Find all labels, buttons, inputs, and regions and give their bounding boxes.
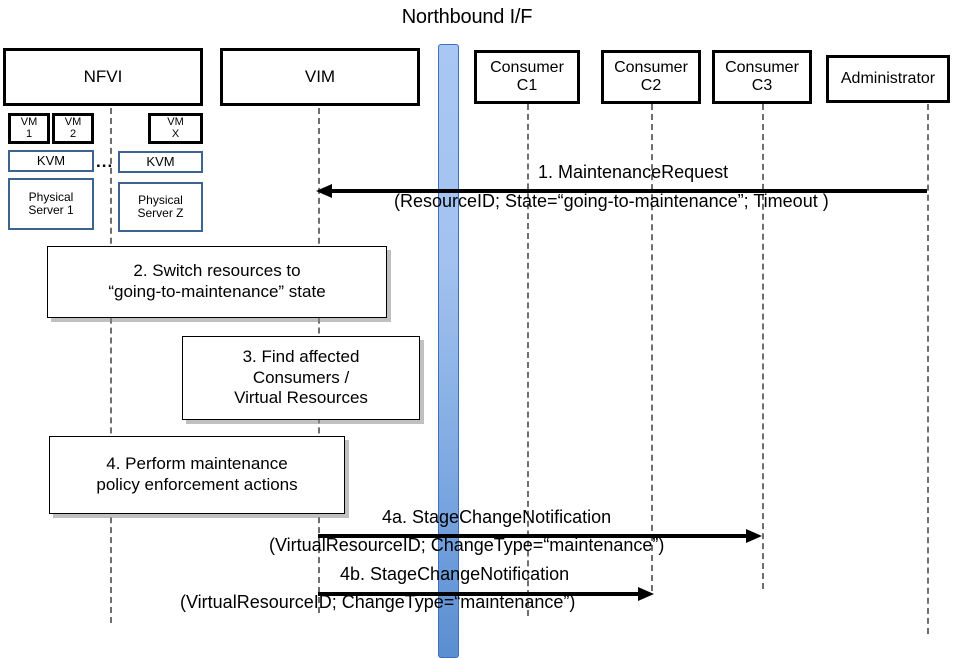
vm-box-2: VM 2: [52, 113, 94, 144]
participant-consumer-c2[interactable]: Consumer C2: [601, 50, 701, 104]
participant-consumer-c1-label-line1: Consumer: [490, 59, 564, 77]
step-2-line1: 2. Switch resources to: [133, 261, 301, 281]
kvm-box-1-label: KVM: [36, 152, 66, 168]
vm-box-2-label-line1: VM: [64, 115, 82, 128]
diagram-title: Northbound I/F: [401, 6, 533, 28]
message-1-line: [330, 189, 927, 193]
message-4a-params: (VirtualResourceID; ChangeType=“maintena…: [269, 535, 665, 555]
participant-administrator[interactable]: Administrator: [826, 55, 950, 103]
participant-consumer-c3-label-line2: C3: [751, 77, 773, 94]
participant-administrator-label: Administrator: [840, 70, 936, 88]
message-4a-label: 4a. StageChangeNotification: [382, 507, 612, 527]
ellipsis-icon: ...: [96, 152, 114, 171]
kvm-box-1: KVM: [8, 150, 94, 172]
step-3-line1: 3. Find affected: [242, 346, 360, 366]
step-4-note: 4. Perform maintenance policy enforcemen…: [49, 436, 345, 514]
lifeline-consumer-c2: [651, 104, 653, 591]
message-4a-arrowhead: [746, 529, 762, 543]
physical-server-z-box: Physical Server Z: [118, 182, 203, 232]
participant-consumer-c2-label-line1: Consumer: [614, 59, 688, 77]
lifeline-administrator: [927, 104, 929, 634]
participant-consumer-c1-label-line2: C1: [516, 77, 538, 94]
participant-vim[interactable]: VIM: [220, 48, 420, 106]
vm-box-1-label-line1: VM: [20, 115, 38, 128]
message-1-arrowhead: [316, 184, 332, 198]
step-2-note: 2. Switch resources to “going-to-mainten…: [47, 246, 387, 318]
kvm-box-2-label: KVM: [146, 153, 175, 169]
participant-consumer-c1[interactable]: Consumer C1: [474, 50, 580, 104]
vm-box-1-label-line2: 1: [25, 127, 33, 140]
step-4-line2: policy enforcement actions: [96, 475, 298, 494]
participant-consumer-c2-label-line2: C2: [640, 77, 662, 94]
vm-box-x: VM X: [148, 113, 203, 144]
physical-server-1-box: Physical Server 1: [8, 178, 94, 230]
participant-consumer-c3-label-line1: Consumer: [725, 59, 799, 77]
participant-nfvi[interactable]: NFVI: [3, 48, 203, 106]
physical-server-z-label-line2: Server Z: [137, 206, 184, 220]
step-3-line3: Virtual Resources: [234, 388, 368, 408]
lifeline-nfvi: [110, 108, 112, 623]
vm-box-x-label-line2: X: [171, 127, 180, 140]
participant-vim-label: VIM: [304, 67, 336, 87]
participant-nfvi-label: NFVI: [83, 67, 123, 87]
message-4b-arrowhead: [638, 587, 654, 601]
message-4b-line: [318, 592, 640, 596]
message-4a-line: [318, 534, 748, 538]
kvm-box-2: KVM: [118, 151, 203, 173]
vm-box-2-label-line2: 2: [69, 127, 77, 140]
lifeline-consumer-c1: [527, 104, 529, 616]
lifeline-consumer-c3: [762, 104, 764, 589]
message-1-params: (ResourceID; State=“going-to-maintenance…: [394, 191, 829, 211]
message-4b-label: 4b. StageChangeNotification: [340, 564, 570, 584]
step-2-line2: “going-to-maintenance” state: [108, 282, 326, 301]
vm-box-x-label-line1: VM: [167, 115, 184, 128]
message-4b-params: (VirtualResourceID; ChangeType=“maintena…: [180, 592, 576, 612]
step-3-note: 3. Find affected Consumers / Virtual Res…: [182, 336, 420, 420]
physical-server-1-label-line1: Physical: [28, 189, 74, 204]
physical-server-z-label-line1: Physical: [138, 192, 183, 207]
physical-server-1-label-line2: Server 1: [28, 203, 74, 217]
step-4-line1: 4. Perform maintenance: [106, 454, 288, 474]
message-1-label: 1. MaintenanceRequest: [538, 162, 729, 182]
vm-box-1: VM 1: [8, 113, 50, 144]
participant-consumer-c3[interactable]: Consumer C3: [712, 50, 812, 104]
step-3-line2: Consumers /: [252, 367, 350, 387]
